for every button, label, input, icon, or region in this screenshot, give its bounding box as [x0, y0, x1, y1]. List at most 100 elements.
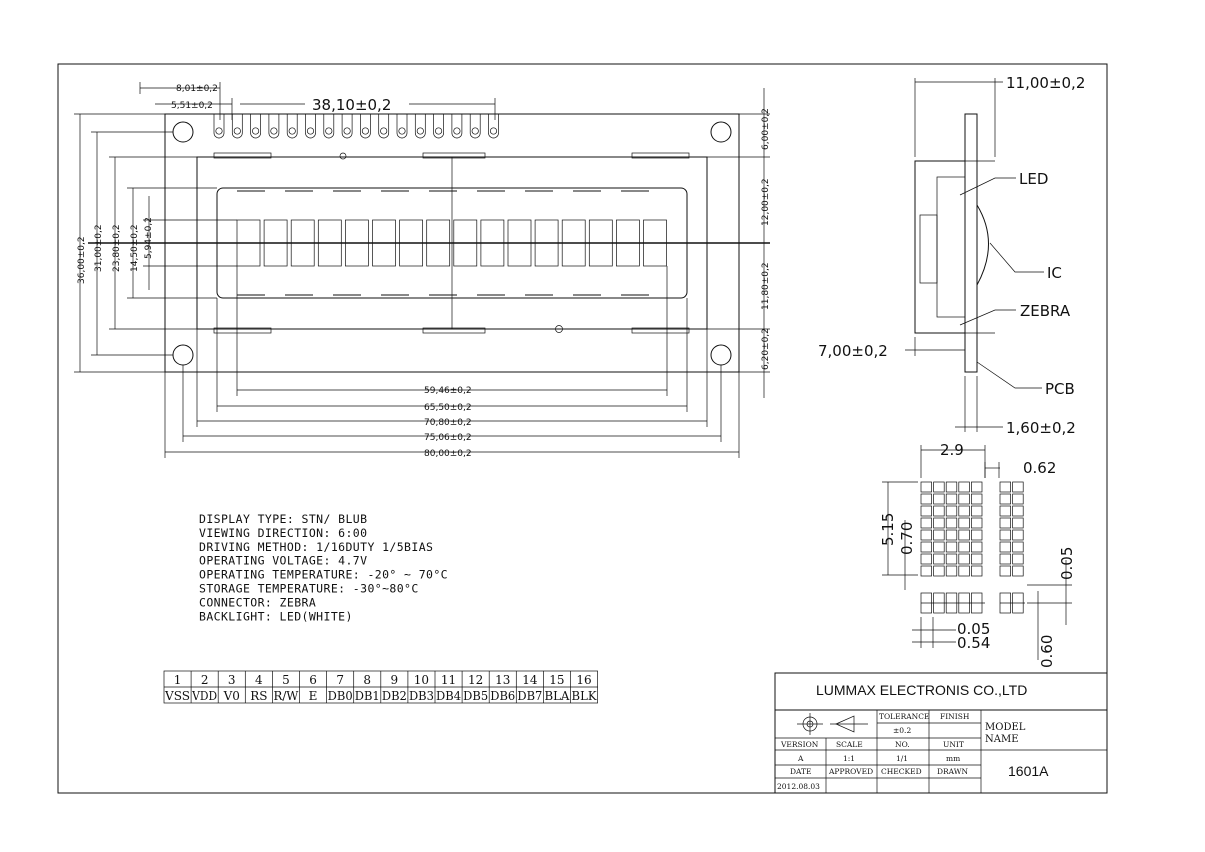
side-ic	[976, 204, 989, 286]
finish-label: FINISH	[940, 712, 970, 721]
spec-line: OPERATING VOLTAGE: 4.7V	[199, 554, 367, 568]
pin-number: 1	[174, 673, 182, 687]
pin-name: DB5	[463, 689, 488, 703]
pixel-dot	[999, 481, 1011, 493]
pin-name: DB6	[490, 689, 515, 703]
no-value: 1/1	[896, 754, 908, 763]
dim-36-00: 36,00±0,2	[77, 236, 87, 284]
spec-line: DRIVING METHOD: 1/16DUTY 1/5BIAS	[199, 540, 433, 554]
character-cell	[643, 219, 667, 267]
pin-hole	[325, 127, 333, 135]
pixel-dot	[971, 529, 983, 541]
mounting-hole	[172, 344, 194, 366]
pixel-dot	[945, 553, 958, 565]
pixel-dot	[933, 529, 945, 541]
label-pcb: PCB	[1045, 380, 1075, 398]
pin-number: 7	[336, 673, 344, 687]
pixel-dot	[999, 529, 1011, 541]
pin-name: V0	[223, 689, 240, 703]
dim-0-05-right: 0.05	[1058, 547, 1076, 580]
mounting-hole	[710, 344, 732, 366]
unit-label: UNIT	[943, 740, 964, 749]
front-view	[88, 113, 770, 373]
pin-hole	[489, 127, 498, 135]
pin-name: DB3	[409, 689, 434, 703]
spec-line: DISPLAY TYPE: STN/ BLUB	[199, 512, 367, 526]
pin-number: 8	[363, 673, 371, 687]
dim-5-51: 5,51±0,2	[171, 101, 213, 111]
mounting-hole	[710, 121, 732, 143]
label-zebra: ZEBRA	[1020, 302, 1071, 320]
dim-70-80: 70,80±0,2	[424, 418, 472, 428]
pin-hole	[252, 127, 260, 135]
dim-5-94: 5,94±0,2	[144, 217, 154, 259]
title-block	[774, 672, 1108, 794]
drawn-label: DRAWN	[937, 767, 968, 776]
pixel-dot	[971, 505, 983, 517]
pixel-dot	[971, 481, 983, 493]
spec-line: VIEWING DIRECTION: 6:00	[199, 526, 367, 540]
pixel-dot	[945, 493, 958, 505]
pin-hole	[453, 127, 461, 135]
character-cell	[399, 219, 423, 267]
dim-59-46: 59,46±0,2	[424, 386, 472, 396]
pixel-dot	[958, 517, 970, 529]
dim-5-15: 5.15	[879, 513, 897, 546]
character-cell	[290, 219, 315, 267]
model-label: MODEL	[985, 722, 1026, 733]
pixel-dot	[945, 505, 958, 517]
pin-name: BLA	[544, 689, 569, 703]
company-name: LUMMAX ELECTRONIS CO.,LTD	[816, 682, 1027, 698]
pin-name: VDD	[191, 689, 217, 703]
tolerance-label: TOLERANCE	[879, 712, 929, 721]
dim-1-60: 1,60±0,2	[1006, 419, 1076, 437]
model-value: 1601A	[1008, 763, 1049, 779]
pixel-dot	[920, 493, 932, 505]
pixel-dot	[958, 541, 970, 553]
name-label: NAME	[985, 734, 1019, 745]
character-cells	[236, 219, 667, 267]
pin-hole	[215, 127, 223, 135]
character-detail	[882, 445, 1072, 660]
pin-number: 6	[309, 673, 317, 687]
pixel-dot	[971, 565, 983, 577]
pin-hole	[361, 127, 369, 135]
pixel-dot	[933, 481, 945, 493]
pixel-dot	[999, 565, 1011, 577]
pixel-dot	[971, 517, 983, 529]
dim-23-80: 23,80±0,2	[112, 224, 122, 272]
pin-name: DB4	[436, 689, 461, 703]
pin-number: 16	[576, 673, 591, 687]
pin-hole	[233, 127, 241, 135]
dim-8-01: 8,01±0,2	[176, 84, 218, 94]
character-cell	[345, 219, 369, 267]
no-label: NO.	[895, 740, 910, 749]
pixel-dot	[920, 541, 932, 553]
pixel-dot	[1012, 553, 1024, 565]
dim-11-00: 11,00±0,2	[1006, 74, 1085, 92]
character-cell	[507, 219, 532, 267]
pin-hole	[416, 127, 424, 135]
character-cell	[372, 219, 396, 267]
scale-label: SCALE	[836, 740, 863, 749]
pixel-dot	[1012, 517, 1024, 529]
dim-2-9: 2.9	[940, 441, 964, 459]
dim-0-60: 0.60	[1038, 635, 1056, 668]
pixel-dot	[958, 565, 970, 577]
unit-value: mm	[946, 754, 960, 763]
pin-number: 5	[282, 673, 290, 687]
pixel-dot	[971, 541, 983, 553]
dim-12-00: 12,00±0,2	[761, 178, 771, 226]
pixel-dot	[933, 517, 945, 529]
pin-name: BLK	[572, 689, 598, 703]
date-label: DATE	[790, 767, 812, 776]
pixel-dot	[1012, 541, 1024, 553]
dim-65-50: 65,50±0,2	[424, 403, 472, 413]
dim-75-06: 75,06±0,2	[424, 433, 472, 443]
pixel-dot	[1012, 481, 1024, 493]
pixel-dot	[971, 553, 983, 565]
checked-label: CHECKED	[881, 767, 922, 776]
pin-hole	[435, 127, 443, 135]
